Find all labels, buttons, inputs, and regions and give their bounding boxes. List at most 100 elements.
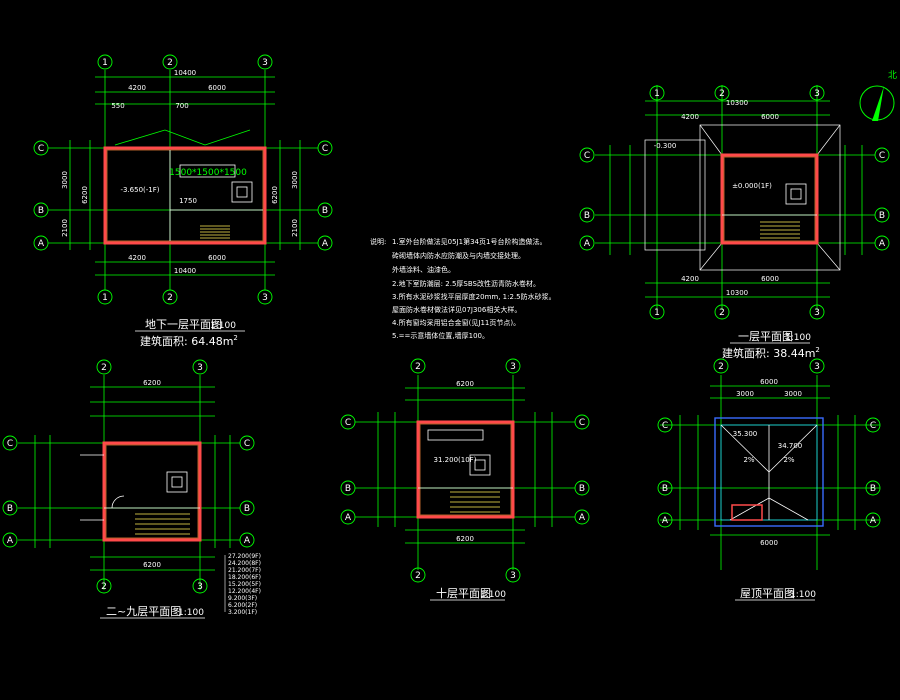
axis-bubble-1: 1 xyxy=(102,293,108,303)
notes-heading: 说明: xyxy=(370,237,386,246)
note-line: 外墙涂料、油漆色。 xyxy=(392,265,455,274)
floor-level-text: ±0.000(1F) xyxy=(732,182,772,190)
dimension-right: 6000 xyxy=(761,113,779,121)
dimension-total: 10300 xyxy=(726,99,748,107)
axis-bubble-2: 2 xyxy=(719,308,725,318)
axis-bubble-3: 3 xyxy=(262,293,268,303)
note-line: 3.所有水泥砂浆找平层厚度20mm, 1:2.5防水砂浆。 xyxy=(392,292,556,301)
axis-bubble-b: B xyxy=(7,504,13,514)
dimension-total: 6200 xyxy=(456,535,474,543)
elevation-item: 6.200(2F) xyxy=(228,602,257,609)
note-line: 砖砌墙体内防水应防潮及与内墙交接处理。 xyxy=(392,251,525,260)
plan-scale: 1:100 xyxy=(790,590,816,600)
slope-percent: 2% xyxy=(783,456,794,464)
axis-bubble-3: 3 xyxy=(262,58,268,68)
first-floor-plan: 1 2 3 1 2 3 C B A C B A 10300 4200 6000 … xyxy=(579,70,897,360)
axis-bubble-3: 3 xyxy=(510,571,516,581)
axis-bubble-2: 2 xyxy=(718,362,724,372)
axis-bubble-2: 2 xyxy=(719,89,725,99)
axis-bubble-3: 3 xyxy=(510,362,516,372)
dimension-left: 4200 xyxy=(681,113,699,121)
plan-scale: 1:100 xyxy=(178,608,204,618)
axis-bubble-c: C xyxy=(579,418,585,428)
axis-bubble-2: 2 xyxy=(167,58,173,68)
axis-bubble-2: 2 xyxy=(167,293,173,303)
roof-plan: 2 3 C B A C B A 6000 3000 3000 6000 35.3… xyxy=(657,358,881,601)
elevation-item: 12.200(4F) xyxy=(228,588,261,595)
dimension-side: 6200 xyxy=(271,186,279,204)
dimension-small: 550 xyxy=(111,102,124,110)
elevation-item: 18.200(6F) xyxy=(228,574,261,581)
axis-bubble-2: 2 xyxy=(415,571,421,581)
axis-bubble-c: C xyxy=(879,151,885,161)
axis-bubble-a: A xyxy=(662,516,669,526)
axis-bubble-3: 3 xyxy=(814,308,820,318)
dimension-side: 3000 xyxy=(291,171,299,189)
dimension-part: 3000 xyxy=(784,390,802,398)
axis-bubble-3: 3 xyxy=(197,363,203,373)
axis-bubble-a: A xyxy=(584,239,591,249)
note-line: 2.地下室防潮层: 2.5厚SBS改性沥青防水卷材。 xyxy=(392,279,540,288)
typical-floor-plan: 2 3 2 3 C B A C B A 6200 6200 27.200(9F)… xyxy=(2,359,261,619)
axis-bubble-c: C xyxy=(7,439,13,449)
dimension-total: 10400 xyxy=(174,69,196,77)
axis-bubble-3: 3 xyxy=(814,89,820,99)
basement-plan: 1 2 3 1 2 3 C B A C B A 10400 4200 6000 … xyxy=(33,54,333,348)
room-level-text: -3.650(-1F) xyxy=(120,186,159,194)
plan-title: 一层平面图 xyxy=(738,330,793,343)
axis-bubble-a: A xyxy=(879,239,886,249)
dimension-total: 6200 xyxy=(143,379,161,387)
axis-bubble-a: A xyxy=(38,239,45,249)
axis-bubble-2: 2 xyxy=(101,363,107,373)
axis-bubble-a: A xyxy=(345,513,352,523)
axis-bubble-c: C xyxy=(584,151,590,161)
dimension-left: 4200 xyxy=(128,84,146,92)
axis-bubble-b: B xyxy=(579,484,585,494)
floor-level-text: 31.200(10F) xyxy=(434,456,477,464)
dimension-right: 6000 xyxy=(761,275,779,283)
dimension-total: 6000 xyxy=(760,539,778,547)
axis-bubble-c: C xyxy=(244,439,250,449)
plan-title: 二~九层平面图 xyxy=(106,605,181,618)
axis-bubble-a: A xyxy=(244,536,251,546)
dimension-total: 10400 xyxy=(174,267,196,275)
north-arrow-icon xyxy=(859,85,895,121)
plan-title: 地下一层平面图 xyxy=(145,318,222,331)
axis-bubble-a: A xyxy=(7,536,14,546)
elevation-item: 24.200(8F) xyxy=(228,560,261,567)
area-label: 建筑面积: 64.48m xyxy=(140,334,233,348)
plan-scale: 1:100 xyxy=(210,321,236,331)
dimension-side: 6200 xyxy=(81,186,89,204)
general-notes: 说明: 1.室外台阶做法见05J1第34页1号台阶构造做法。 砖砌墙体内防水应防… xyxy=(370,237,556,340)
roof-level-a: 35.300 xyxy=(733,430,758,438)
axis-bubble-2: 2 xyxy=(101,582,107,592)
axis-bubble-1: 1 xyxy=(654,308,660,318)
axis-bubble-1: 1 xyxy=(654,89,660,99)
note-line: 5.==示意墙体位置,墙厚100。 xyxy=(392,331,489,340)
axis-bubble-1: 1 xyxy=(102,58,108,68)
floor-level-left: -0.300 xyxy=(654,142,677,150)
axis-bubble-b: B xyxy=(322,206,328,216)
axis-bubble-a: A xyxy=(322,239,329,249)
dimension-side: 2100 xyxy=(61,219,69,237)
dimension-left: 4200 xyxy=(681,275,699,283)
plan-scale: 1:100 xyxy=(785,333,811,343)
dimension-side: 2100 xyxy=(291,219,299,237)
axis-bubble-c: C xyxy=(322,144,328,154)
axis-bubble-b: B xyxy=(244,504,250,514)
axis-bubble-c: C xyxy=(662,421,668,431)
axis-bubble-b: B xyxy=(879,211,885,221)
plan-title: 屋顶平面图 xyxy=(740,587,795,600)
plan-title: 十层平面图 xyxy=(436,586,491,600)
axis-bubble-3: 3 xyxy=(197,582,203,592)
axis-bubble-c: C xyxy=(870,421,876,431)
axis-bubble-c: C xyxy=(38,144,44,154)
elevation-list: 27.200(9F) 24.200(8F) 21.200(7F) 18.200(… xyxy=(224,553,261,616)
axis-bubble-b: B xyxy=(662,484,668,494)
axis-bubble-a: A xyxy=(579,513,586,523)
axis-bubble-b: B xyxy=(870,484,876,494)
dimension-1750: 1750 xyxy=(179,197,197,205)
dimension-total: 6000 xyxy=(760,378,778,386)
axis-bubble-b: B xyxy=(345,484,351,494)
